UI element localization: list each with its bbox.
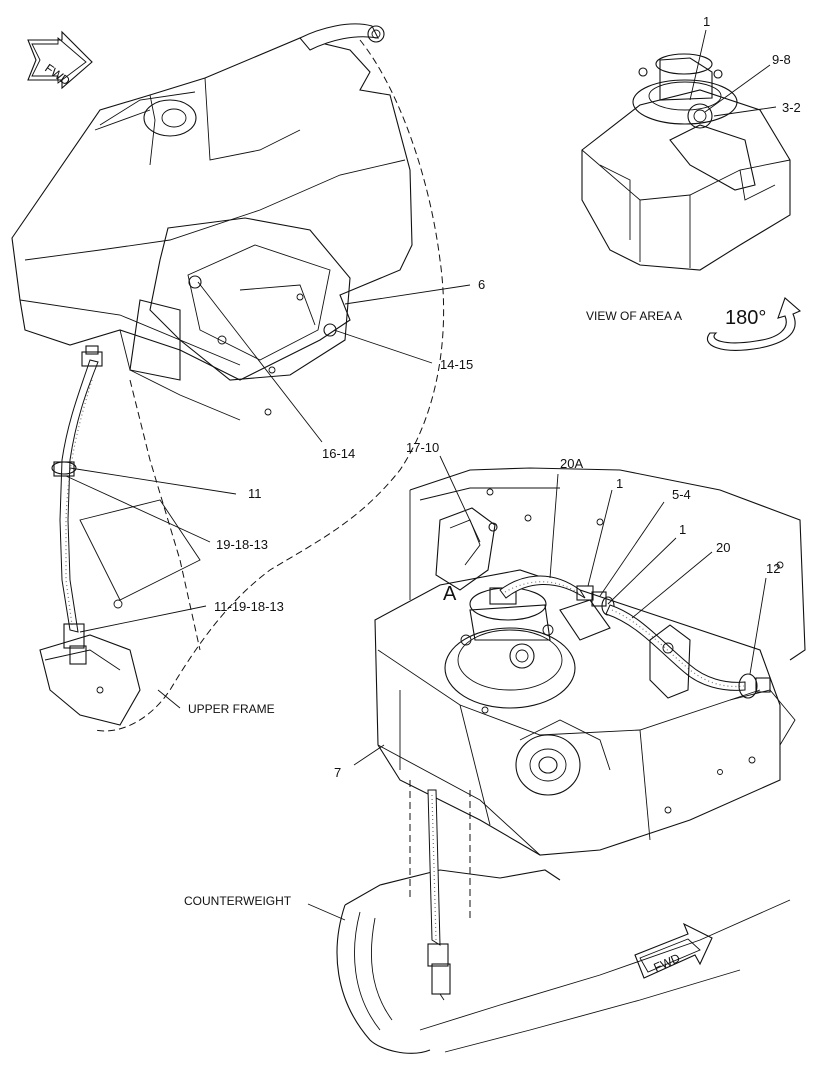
fwd-top-label: FWD xyxy=(42,61,73,88)
view-of-area-label: VIEW OF AREA A xyxy=(586,309,682,323)
leader-lines xyxy=(65,281,767,921)
view-of-area-a-drawing xyxy=(581,29,791,271)
callout-6: 6 xyxy=(478,277,485,292)
fwd-arrow-icon: FWD xyxy=(27,30,93,90)
tank-assembly-drawing xyxy=(336,467,806,1054)
callout-16-14: 16-14 xyxy=(322,446,355,461)
callout-17-10: 17-10 xyxy=(406,440,439,455)
callout-9-8: 9-8 xyxy=(772,52,791,67)
callout-12: 12 xyxy=(766,561,780,576)
callout-7: 7 xyxy=(334,765,341,780)
callout-1-right: 1 xyxy=(679,522,686,537)
upper-frame-drawing xyxy=(11,23,445,732)
callout-11: 11 xyxy=(248,486,262,501)
callout-20: 20 xyxy=(716,540,730,555)
fwd-bottom-label: FWD xyxy=(652,951,683,975)
callout-1-top: 1 xyxy=(703,14,710,29)
callout-labels: 1 9-8 3-2 6 VIEW OF AREA A 14-15 16-14 1… xyxy=(184,14,801,908)
fwd-arrow-icon: FWD xyxy=(634,922,713,979)
area-a-label: A xyxy=(443,583,457,605)
callout-1-mid: 1 xyxy=(616,476,623,491)
counterweight-label: COUNTERWEIGHT xyxy=(184,894,292,908)
callout-19-18-13: 19-18-13 xyxy=(216,537,268,552)
rotation-label: 180° xyxy=(725,307,766,329)
upper-frame-label: UPPER FRAME xyxy=(188,702,275,716)
callout-5-4: 5-4 xyxy=(672,487,691,502)
callout-14-15: 14-15 xyxy=(440,357,473,372)
callout-20A: 20A xyxy=(560,456,583,471)
callout-3-2: 3-2 xyxy=(782,100,801,115)
rotate-180-arrow-icon: 180° xyxy=(707,297,802,351)
callout-11-19-18-13: 11-19-18-13 xyxy=(214,599,284,614)
